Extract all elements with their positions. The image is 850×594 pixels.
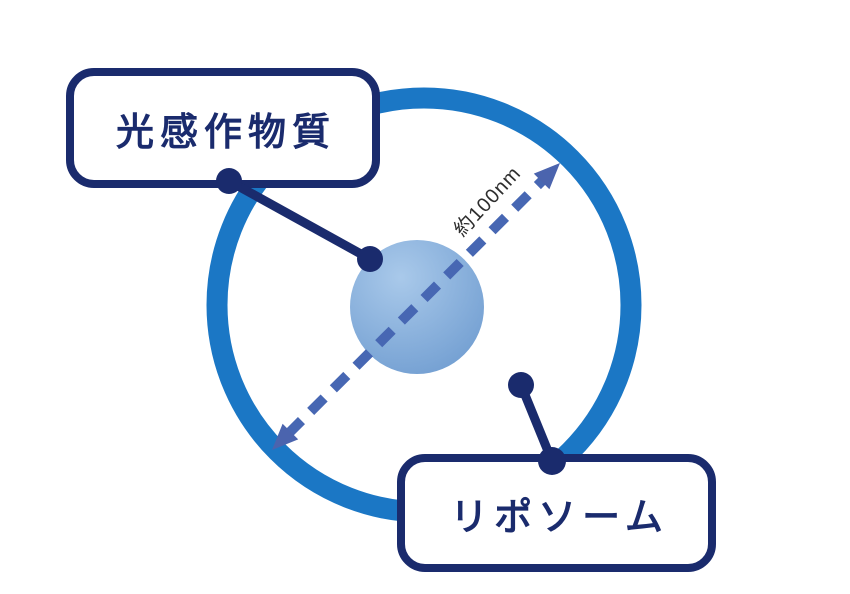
liposome-connector-dot-target [508, 372, 534, 398]
diameter-arrowhead-bottom-icon [272, 423, 299, 450]
diameter-dashed-line [284, 174, 549, 438]
liposome-label-box [397, 454, 716, 572]
photosensitizer-connector-line [226, 177, 373, 263]
photosensitizer-label-box [66, 68, 380, 188]
diameter-arrowhead-top-icon [533, 163, 560, 190]
liposome-connector-dot-box [538, 447, 566, 475]
photosensitizer-connector-dot-box [216, 168, 242, 194]
photosensitizer-connector-dot-target [357, 246, 383, 272]
